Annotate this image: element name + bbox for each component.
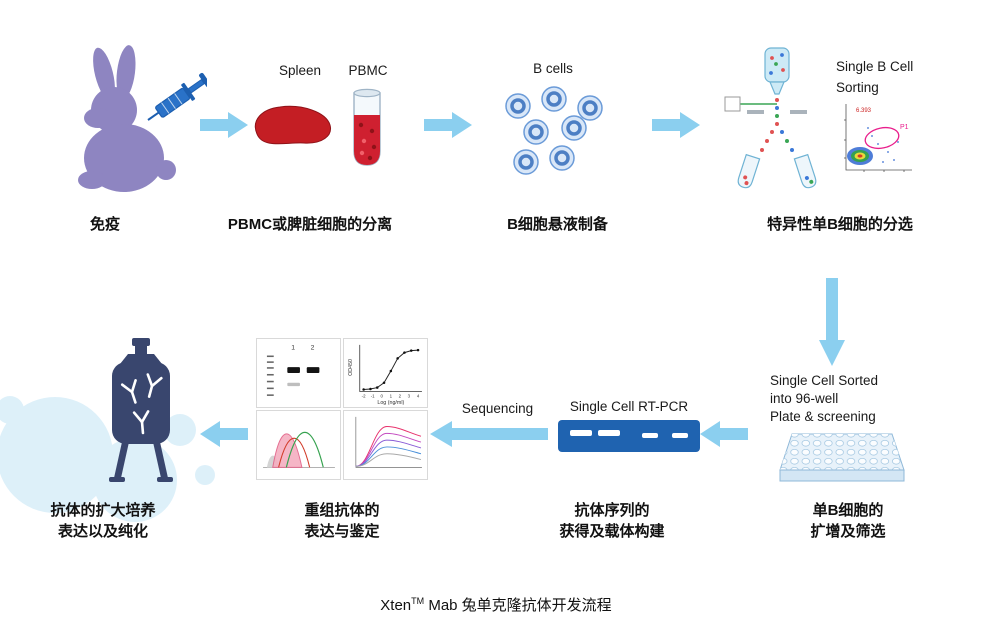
rtpcr-label: Single Cell RT-PCR (569, 399, 689, 414)
caption-plate-line1: 单B细胞的 (812, 502, 884, 519)
plate-label-line1: Single Cell Sorted (770, 373, 879, 388)
blot-lane2-label: 2 (311, 345, 315, 352)
elisa-xtick: -2 (362, 393, 366, 398)
blot-lane1-label: 1 (291, 345, 295, 352)
title-rest: Mab 兔单克隆抗体开发流程 (424, 597, 612, 614)
elisa-xtick: 1 (390, 393, 393, 398)
western-blot-panel: 1 2 (256, 338, 341, 408)
caption-expansion-line2: 表达以及纯化 (57, 523, 148, 540)
caption-characterization-line1: 重组抗体的 (304, 502, 380, 519)
caption-plate-line2: 扩增及筛选 (810, 523, 886, 540)
elisa-x-label: Log (ng/ml) (377, 400, 404, 406)
caption-immunization: 免疫 (89, 216, 120, 233)
caption-rtpcr-line1: 抗体序列的 (574, 502, 650, 519)
cell-sorter-illustration (724, 47, 817, 189)
flow-gate-value: 6.393 (856, 108, 872, 114)
b-cells-illustration (505, 86, 603, 175)
diagram-title: XtenTM Mab 兔单克隆抗体开发流程 (0, 594, 992, 615)
flow-arrow-left-2 (200, 421, 248, 447)
caption-rtpcr-line2: 获得及载体构建 (559, 523, 665, 540)
flow-cytometry-plot: P1 6.393 (836, 100, 914, 180)
antibody-icon (120, 373, 163, 435)
kinetics-curve-panel (343, 410, 428, 480)
96-well-plate-illustration (779, 433, 905, 482)
flow-arrow-right-3 (652, 112, 700, 138)
pbmc-tube-illustration (353, 88, 381, 166)
gel-electrophoresis-illustration (558, 420, 700, 452)
elisa-y-label: OD450 (348, 359, 354, 376)
characterization-panels: 1 2 OD450 (256, 338, 428, 480)
flow-arrow-left-sequencing (430, 421, 548, 447)
bioreactor-illustration (109, 338, 173, 482)
b-cells-label: B cells (533, 61, 573, 76)
flow-arrow-right-2 (424, 112, 472, 138)
sorting-label-line1: Single B Cell (836, 59, 914, 74)
background-blob (0, 396, 215, 522)
plate-label-line2: into 96-well (770, 391, 839, 406)
flow-gate-label: P1 (900, 124, 909, 131)
title-trademark: TM (411, 596, 425, 606)
elisa-curve-panel: OD450 -2 -1 0 1 2 3 4 Log (ng/ml) (343, 338, 428, 408)
caption-bcell-prep: B细胞悬液制备 (507, 216, 608, 233)
elisa-xtick: 0 (380, 393, 383, 398)
elisa-xtick: 4 (417, 393, 420, 398)
rabbit-illustration (78, 45, 207, 192)
caption-sorting: 特异性单B细胞的分选 (767, 216, 913, 233)
flow-arrow-left-1 (700, 421, 748, 447)
plate-label-line3: Plate & screening (770, 409, 876, 424)
caption-separation: PBMC或脾脏细胞的分离 (227, 216, 393, 233)
flow-arrow-right-1 (200, 112, 248, 138)
elisa-xtick: 3 (408, 393, 411, 398)
caption-characterization-line2: 表达与鉴定 (304, 523, 380, 540)
sorting-label-line2: Sorting (836, 80, 879, 95)
spleen-label: Spleen (278, 63, 322, 78)
caption-expansion-line1: 抗体的扩大培养 (50, 502, 156, 519)
elisa-xtick: 2 (399, 393, 402, 398)
pbmc-label: PBMC (348, 63, 388, 78)
flow-histogram-panel (256, 410, 341, 480)
spleen-illustration (255, 105, 331, 145)
flow-arrow-down (819, 278, 845, 366)
elisa-xtick: -1 (371, 393, 375, 398)
syringe-icon (147, 72, 207, 121)
sequencing-label: Sequencing (461, 401, 534, 416)
title-prefix: Xten (380, 597, 412, 614)
